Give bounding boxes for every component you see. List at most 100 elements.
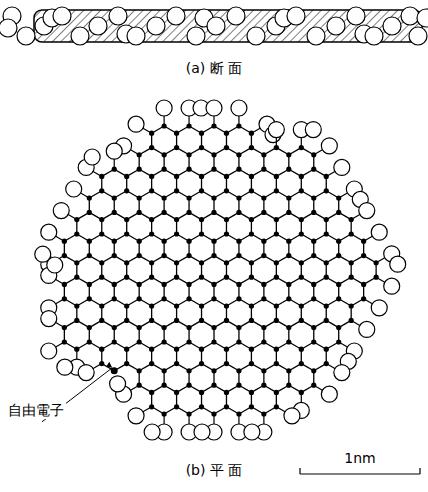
- carbon-atom: [236, 296, 241, 301]
- atom: [0, 19, 17, 37]
- carbon-atom: [249, 390, 254, 395]
- carbon-atom: [87, 339, 92, 344]
- carbon-atom: [112, 195, 117, 200]
- carbon-atom: [137, 167, 142, 172]
- carbon-atom: [274, 303, 279, 308]
- carbon-atom: [324, 217, 329, 222]
- hydrogen-atom: [305, 122, 321, 138]
- carbon-atom: [236, 368, 241, 373]
- carbon-atom: [361, 296, 366, 301]
- carbon-atom: [87, 253, 92, 258]
- carbon-atom: [261, 411, 266, 416]
- carbon-atom: [186, 210, 191, 215]
- carbon-atom: [62, 239, 67, 244]
- hydrogen-atom: [144, 424, 160, 440]
- carbon-atom: [149, 131, 154, 136]
- carbon-atom: [112, 339, 117, 344]
- carbon-atom: [261, 368, 266, 373]
- carbon-atom: [299, 188, 304, 193]
- carbon-atom: [311, 210, 316, 215]
- carbon-atom: [199, 131, 204, 136]
- carbon-atom: [274, 275, 279, 280]
- carbon-atom: [249, 347, 254, 352]
- carbon-atom: [224, 231, 229, 236]
- carbon-atom: [124, 303, 129, 308]
- carbon-atom: [186, 339, 191, 344]
- hydrogen-atom: [84, 149, 100, 165]
- carbon-atom: [99, 260, 104, 265]
- carbon-atom: [199, 145, 204, 150]
- hydrogen-atom: [206, 100, 222, 116]
- carbon-atom: [137, 152, 142, 157]
- carbon-atom: [124, 347, 129, 352]
- hydrogen-atom: [156, 100, 172, 116]
- carbon-atom: [286, 253, 291, 258]
- carbon-atom: [224, 188, 229, 193]
- hydrogen-atom: [106, 143, 122, 159]
- carbon-atom: [199, 404, 204, 409]
- carbon-atom: [236, 339, 241, 344]
- hydrogen-atom: [284, 408, 300, 424]
- carbon-atom: [274, 404, 279, 409]
- carbon-atom: [99, 318, 104, 323]
- carbon-atom: [199, 275, 204, 280]
- carbon-atom: [174, 347, 179, 352]
- carbon-atom: [199, 174, 204, 179]
- carbon-atom: [324, 174, 329, 179]
- carbon-atom: [211, 167, 216, 172]
- carbon-atom: [324, 361, 329, 366]
- carbon-atom: [336, 339, 341, 344]
- carbon-atom: [199, 217, 204, 222]
- carbon-atom: [261, 282, 266, 287]
- carbon-atom: [149, 303, 154, 308]
- carbon-atom: [186, 239, 191, 244]
- hydrogen-atom: [334, 365, 350, 381]
- carbon-atom: [336, 195, 341, 200]
- carbon-atom: [286, 282, 291, 287]
- carbon-atom: [174, 188, 179, 193]
- carbon-atom: [74, 303, 79, 308]
- carbon-atom: [286, 296, 291, 301]
- hydrogen-atom: [371, 224, 387, 240]
- carbon-atom: [174, 275, 179, 280]
- carbon-atom: [186, 167, 191, 172]
- carbon-atom: [311, 296, 316, 301]
- carbon-atom: [286, 167, 291, 172]
- scale-label: 1nm: [342, 450, 377, 467]
- carbon-atom: [324, 260, 329, 265]
- carbon-atom: [87, 296, 92, 301]
- carbon-atom: [186, 368, 191, 373]
- carbon-atom: [324, 231, 329, 236]
- atom: [167, 7, 185, 25]
- carbon-atom: [236, 325, 241, 330]
- carbon-atom: [199, 303, 204, 308]
- carbon-atom: [149, 318, 154, 323]
- carbon-atom: [224, 174, 229, 179]
- atom: [207, 17, 225, 35]
- carbon-atom: [249, 145, 254, 150]
- carbon-atom: [261, 339, 266, 344]
- carbon-atom: [336, 282, 341, 287]
- carbon-atom: [236, 152, 241, 157]
- carbon-atom: [186, 123, 191, 128]
- carbon-atom: [174, 260, 179, 265]
- carbon-atom: [99, 303, 104, 308]
- carbon-atom: [174, 217, 179, 222]
- carbon-atom: [336, 239, 341, 244]
- carbon-atom: [124, 275, 129, 280]
- atom: [383, 17, 401, 35]
- carbon-atom: [274, 174, 279, 179]
- carbon-atom: [261, 195, 266, 200]
- carbon-atom: [236, 282, 241, 287]
- carbon-atom: [211, 239, 216, 244]
- carbon-atom: [324, 188, 329, 193]
- carbon-atom: [137, 368, 142, 373]
- carbon-atom: [311, 195, 316, 200]
- hydrogen-atom: [231, 100, 247, 116]
- carbon-atom: [112, 239, 117, 244]
- carbon-atom: [336, 210, 341, 215]
- carbon-atom: [211, 195, 216, 200]
- carbon-atom: [274, 260, 279, 265]
- carbon-atom: [137, 296, 142, 301]
- carbon-atom: [274, 188, 279, 193]
